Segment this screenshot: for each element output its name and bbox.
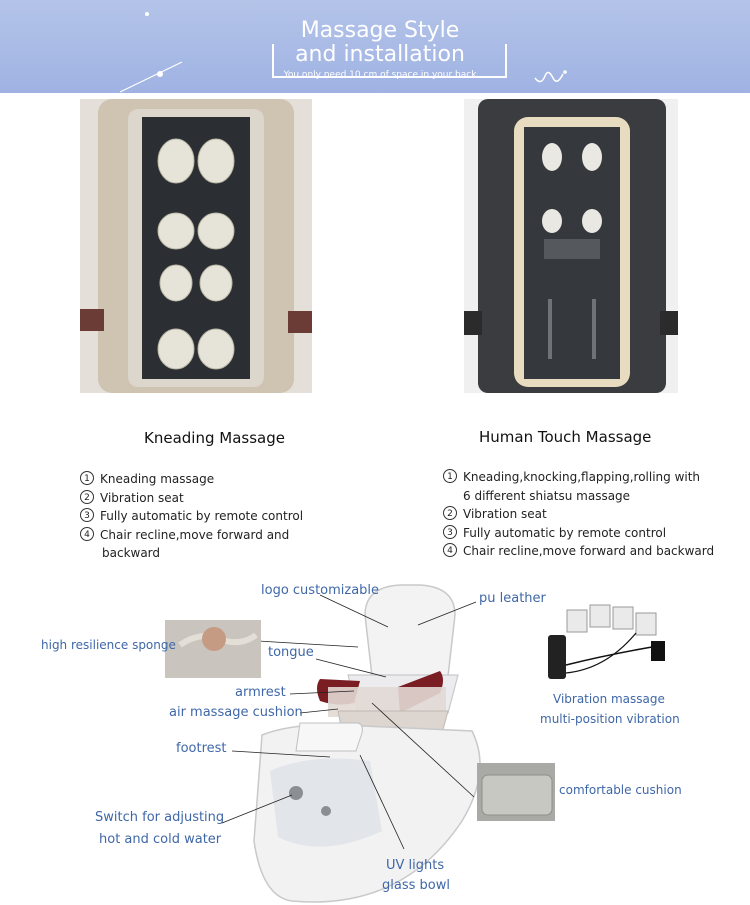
list-item-text: Chair recline,move forward and backward — [463, 544, 715, 558]
callout-switch-line2: hot and cold water — [99, 832, 222, 847]
list-item-continuation: backward — [80, 544, 380, 563]
number-badge: 4 — [443, 543, 457, 557]
list-item-text: Vibration seat — [463, 507, 547, 521]
number-badge: 3 — [443, 524, 457, 539]
human-touch-massage-photo — [464, 99, 678, 393]
header-banner: Massage Style and installation You only … — [0, 0, 750, 93]
banner-subtitle: You only need 10 cm of space in your bac… — [283, 70, 477, 80]
callout-comfortable-cushion: comfortable cushion — [559, 783, 682, 797]
pedicure-chair-illustration — [165, 584, 665, 903]
kneading-heading: Kneading Massage — [144, 429, 285, 447]
list-item-text: Fully automatic by remote control — [100, 509, 304, 523]
callout-vibration-massage: Vibration massage — [553, 692, 665, 706]
list-item-text: Chair recline,move forward and — [100, 527, 290, 542]
number-badge: 3 — [80, 508, 94, 522]
list-item: 3 Fully automatic by remote control — [443, 524, 743, 543]
callout-tongue: tongue — [268, 645, 314, 660]
list-item: 2 Vibration seat — [80, 489, 380, 508]
list-item: 4 Chair recline,move forward and backward — [443, 542, 743, 561]
list-item-continuation: 6 different shiatsu massage — [443, 487, 743, 506]
kneading-massage-photo — [80, 99, 312, 393]
callout-logo-customizable: logo customizable — [261, 583, 380, 598]
list-item: 4 Chair recline,move forward and — [80, 526, 380, 545]
list-item: 1 Kneading,knocking,flapping,rolling with — [443, 468, 743, 487]
callout-glass-bowl: glass bowl — [382, 878, 450, 893]
list-item-text: Vibration seat — [100, 490, 184, 505]
list-item-text: 6 different shiatsu massage — [463, 488, 631, 503]
title-frame — [272, 44, 507, 78]
kneading-feature-list: 1 Kneading massage 2 Vibration seat 3 Fully… — [80, 470, 380, 563]
list-item-text: Fully automatic by remote control — [463, 525, 667, 540]
callout-footrest: footrest — [176, 741, 227, 756]
banner-decoration — [119, 12, 567, 93]
list-item-text: Kneading,knocking,flapping,rolling with — [463, 470, 701, 484]
human-touch-heading: Human Touch Massage — [479, 428, 652, 446]
callout-armrest: armrest — [235, 685, 286, 700]
banner-title-line2: and installation — [295, 42, 465, 67]
number-badge: 2 — [443, 506, 457, 520]
list-item: 3 Fully automatic by remote control — [80, 507, 380, 526]
number-badge: 1 — [80, 471, 94, 485]
callout-air-massage-cushion: air massage cushion — [169, 705, 303, 720]
list-item-text: Kneading massage — [100, 472, 215, 486]
list-item: 2 Vibration seat — [443, 505, 743, 524]
list-item-text: backward — [102, 546, 161, 560]
callout-uv-lights: UV lights — [386, 858, 445, 873]
number-badge: 2 — [80, 489, 94, 504]
list-item: 1 Kneading massage — [80, 470, 380, 489]
number-badge: 1 — [443, 469, 457, 483]
human-touch-feature-list: 1 Kneading,knocking,flapping,rolling with… — [443, 468, 743, 561]
callout-multi-position-vibration: multi-position vibration — [540, 712, 680, 726]
banner-title-line1: Massage Style — [300, 18, 460, 43]
number-badge: 4 — [80, 526, 94, 541]
callout-switch-line1: Switch for adjusting — [95, 810, 225, 825]
callout-high-resilience-sponge: high resilience sponge — [41, 638, 176, 652]
callout-pu-leather: pu leather — [479, 591, 546, 606]
